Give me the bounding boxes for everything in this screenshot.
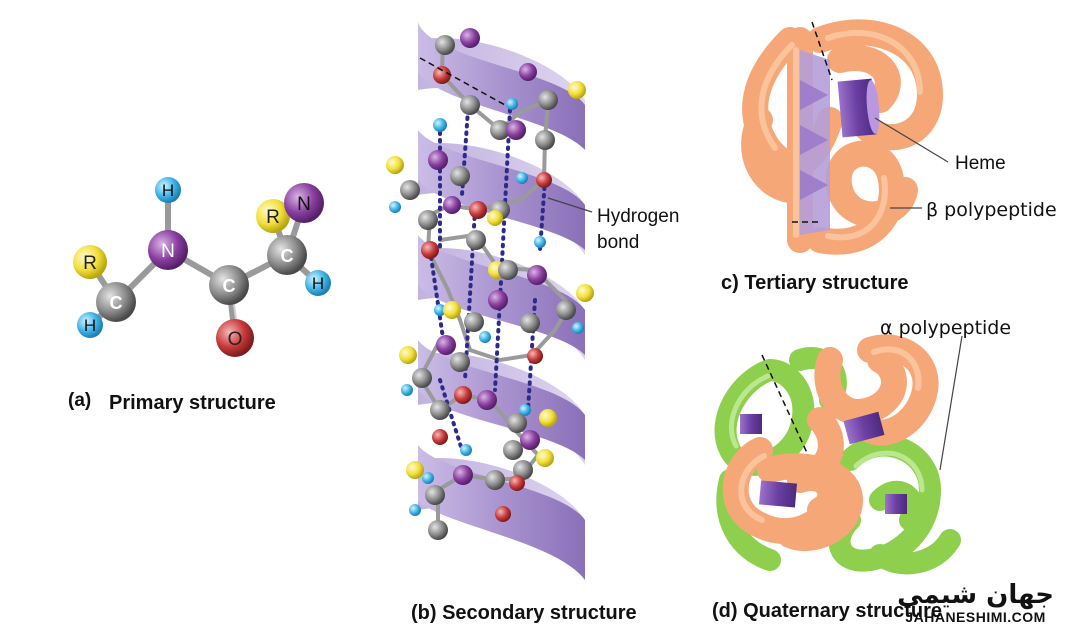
helix-atoms bbox=[386, 28, 594, 540]
atom-label: N bbox=[297, 194, 311, 215]
quaternary-caption: (d) Quaternary structure bbox=[712, 600, 942, 622]
primary-structure-molecule: R H N C H C O R N C H bbox=[73, 177, 331, 357]
beta-chain-quat-highlight bbox=[738, 346, 922, 523]
heme-label: Heme bbox=[955, 153, 1006, 174]
alpha-chain-highlight bbox=[728, 373, 925, 493]
hydrogen-bond-label-line1: Hydrogen bbox=[597, 206, 679, 227]
beta-chain-tertiary bbox=[741, 19, 943, 255]
atom-label: C bbox=[110, 293, 123, 313]
atom-label: C bbox=[281, 246, 294, 266]
quaternary-axis-line bbox=[761, 354, 809, 456]
atom-h-right: H bbox=[305, 270, 331, 296]
alpha-leader-line bbox=[939, 335, 963, 471]
alpha-helix bbox=[386, 22, 594, 580]
atom-c-right: C bbox=[267, 235, 307, 275]
atom-r-left: R bbox=[73, 245, 107, 279]
primary-letter: (a) bbox=[68, 390, 91, 411]
atom-label: C bbox=[223, 276, 236, 296]
alpha-polypeptide-label: α polypeptide bbox=[880, 317, 1011, 339]
atom-c-mid: C bbox=[209, 265, 249, 305]
helix-axis-line bbox=[419, 57, 506, 106]
atom-label: H bbox=[84, 316, 96, 335]
watermark-latin-text: JAHANESHIMI.COM bbox=[905, 609, 1046, 625]
atom-label: O bbox=[228, 329, 243, 350]
quaternary-protein bbox=[714, 334, 963, 575]
tertiary-axis-line bbox=[811, 21, 833, 81]
site-watermark-logo: جهان شیمی JAHANESHIMI.COM bbox=[897, 581, 1054, 625]
atom-c-left: C bbox=[96, 282, 136, 322]
atom-n-right: N bbox=[284, 183, 324, 223]
tertiary-helix-turns bbox=[800, 80, 828, 200]
beta-chains-quaternary bbox=[722, 334, 939, 552]
atom-r-right: R bbox=[256, 199, 290, 233]
atom-label: H bbox=[162, 181, 174, 200]
beta-polypeptide-label: β polypeptide bbox=[926, 199, 1057, 221]
heme-leader-line bbox=[874, 117, 949, 163]
atom-label: N bbox=[161, 241, 175, 262]
hydrogen-bond-leader-line bbox=[547, 197, 593, 213]
secondary-caption: (b) Secondary structure bbox=[411, 602, 637, 624]
tertiary-protein bbox=[741, 19, 949, 255]
atom-n-mid: N bbox=[148, 230, 188, 270]
heme-group-tertiary bbox=[837, 78, 880, 138]
primary-caption: Primary structure bbox=[109, 392, 276, 414]
beta-chain-highlight bbox=[758, 29, 923, 241]
atom-h-left: H bbox=[77, 312, 103, 338]
atom-label: R bbox=[83, 253, 97, 274]
hydrogen-bond-label-line2: bond bbox=[597, 232, 639, 253]
atom-o-mid: O bbox=[216, 319, 254, 357]
heme-groups-quaternary bbox=[740, 411, 907, 514]
atom-label: R bbox=[266, 207, 280, 228]
watermark-persian-text: جهان شیمی bbox=[897, 580, 1054, 610]
atom-h-top: H bbox=[155, 177, 181, 203]
atom-label: H bbox=[312, 274, 324, 293]
tertiary-caption: c) Tertiary structure bbox=[721, 272, 908, 294]
